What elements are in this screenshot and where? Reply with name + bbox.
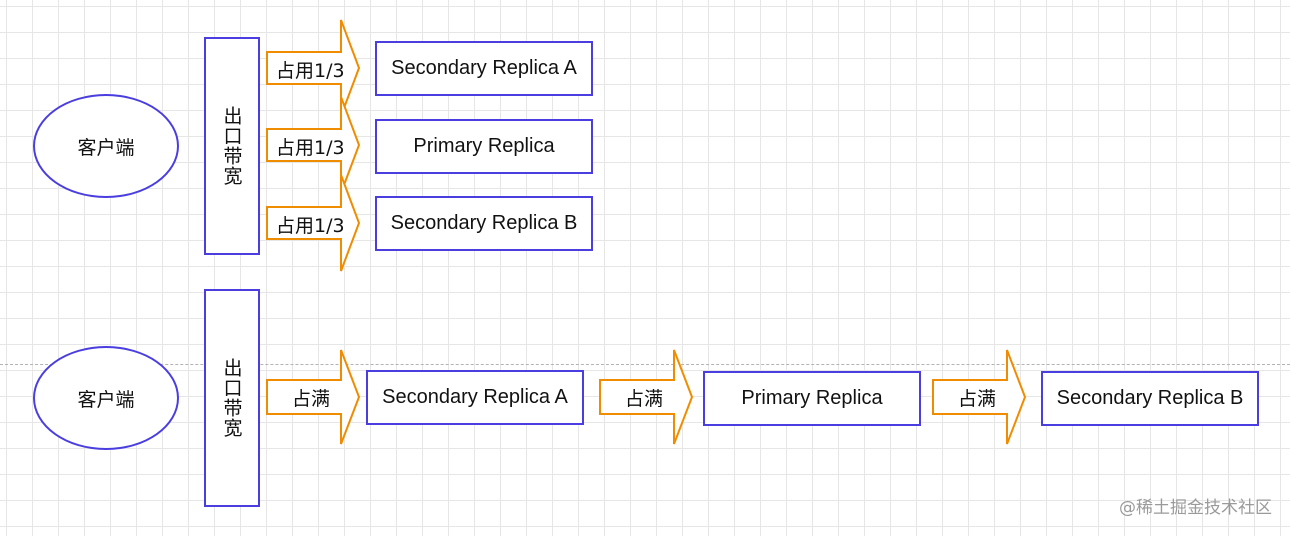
bottom-secondary-replica-b: Secondary Replica B xyxy=(1041,371,1259,426)
top-bandwidth-node: 出口带宽 xyxy=(204,37,260,255)
bottom-bandwidth-label: 出口带宽 xyxy=(220,358,243,438)
top-arrow-a-label: 占用1/3 xyxy=(276,60,345,82)
top-arrow-b: 占用1/3 xyxy=(266,174,361,272)
bottom-client-node: 客户端 xyxy=(33,346,179,450)
bottom-arrow-1-label: 占满 xyxy=(292,388,331,410)
bottom-secondary-replica-a: Secondary Replica A xyxy=(366,370,584,425)
bottom-arrow-1: 占满 xyxy=(266,349,361,445)
top-secondary-replica-b: Secondary Replica B xyxy=(375,196,593,251)
bottom-primary-replica: Primary Replica xyxy=(703,371,921,426)
section-divider xyxy=(0,364,1290,365)
bottom-arrow-2: 占满 xyxy=(599,349,694,445)
watermark: @稀土掘金技术社区 xyxy=(1119,498,1272,518)
bottom-bandwidth-node: 出口带宽 xyxy=(204,289,260,507)
top-arrow-a: 占用1/3 xyxy=(266,19,361,117)
bottom-arrow-3-label: 占满 xyxy=(958,388,997,410)
bottom-arrow-3: 占满 xyxy=(932,349,1027,445)
top-primary-replica: Primary Replica xyxy=(375,119,593,174)
top-client-node: 客户端 xyxy=(33,94,179,198)
top-arrow-b-label: 占用1/3 xyxy=(276,215,345,237)
top-arrow-primary-label: 占用1/3 xyxy=(276,137,345,159)
top-secondary-replica-a: Secondary Replica A xyxy=(375,41,593,96)
bottom-arrow-2-label: 占满 xyxy=(625,388,664,410)
top-arrow-primary: 占用1/3 xyxy=(266,96,361,194)
top-bandwidth-label: 出口带宽 xyxy=(220,106,243,186)
